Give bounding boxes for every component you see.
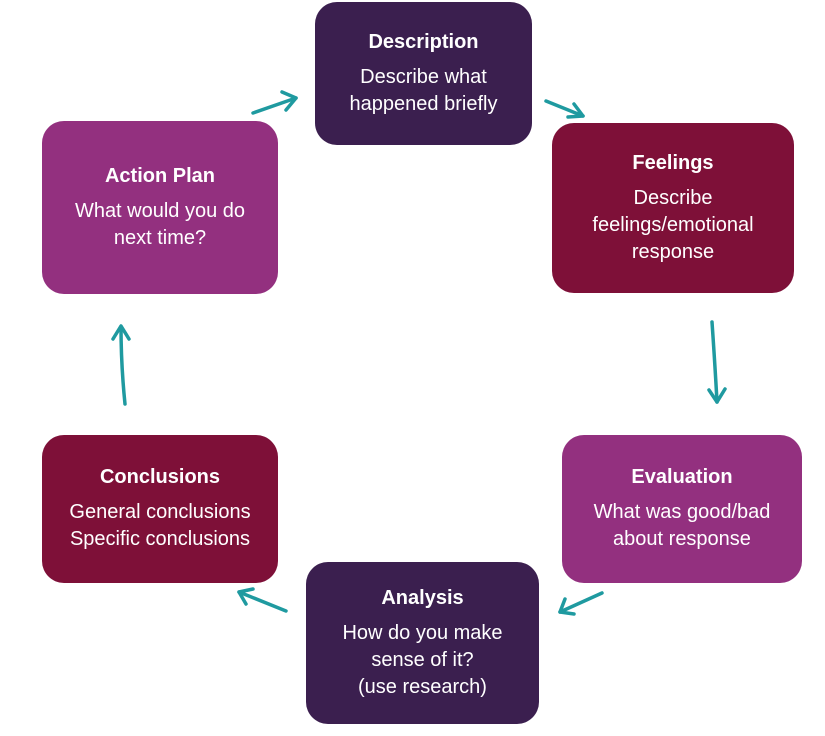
arrow-head bbox=[237, 587, 255, 606]
arrow-action-plan-to-description bbox=[251, 90, 298, 115]
arrow-head bbox=[558, 597, 576, 616]
feelings-text: Describe feelings/emotional response bbox=[592, 185, 753, 266]
description-title: Description bbox=[368, 30, 479, 53]
arrow-analysis-to-conclusions bbox=[237, 587, 288, 613]
analysis-line: (use research) bbox=[358, 675, 487, 698]
conclusions-line: Specific conclusions bbox=[69, 528, 251, 550]
feelings-line: feelings/emotional bbox=[592, 213, 754, 236]
action-plan-text: What would you do next time? bbox=[75, 198, 245, 252]
feelings-line: Describe bbox=[633, 186, 713, 209]
conclusions-node: Conclusions General conclusions Specific… bbox=[42, 435, 278, 583]
arrow-head bbox=[280, 90, 298, 112]
analysis-text: How do you make sense of it? (use resear… bbox=[342, 620, 502, 701]
evaluation-node: Evaluation What was good/bad about respo… bbox=[562, 435, 802, 583]
action-plan-line: next time? bbox=[113, 226, 207, 249]
feelings-title: Feelings bbox=[632, 151, 714, 174]
arrow-shaft bbox=[237, 590, 288, 613]
action-plan-line: What would you do bbox=[74, 199, 246, 222]
arrow-shaft bbox=[251, 96, 298, 115]
evaluation-title: Evaluation bbox=[631, 466, 733, 488]
arrow-shaft bbox=[558, 591, 604, 614]
description-line: Describe what bbox=[360, 65, 487, 88]
arrow-shaft bbox=[119, 325, 127, 406]
analysis-line: How do you make bbox=[342, 621, 503, 644]
arrow-head bbox=[707, 387, 727, 404]
evaluation-line: about response bbox=[613, 528, 751, 550]
arrow-feelings-to-evaluation bbox=[707, 320, 727, 404]
description-text: Describe what happened briefly bbox=[350, 64, 498, 118]
arrow-evaluation-to-analysis bbox=[558, 591, 604, 616]
conclusions-line: General conclusions bbox=[69, 501, 251, 523]
action-plan-title: Action Plan bbox=[104, 164, 215, 187]
description-node: Description Describe what happened brief… bbox=[315, 2, 532, 145]
description-line: happened briefly bbox=[349, 92, 498, 115]
arrow-head bbox=[566, 102, 585, 119]
conclusions-text: General conclusions Specific conclusions bbox=[69, 499, 250, 553]
arrow-shaft bbox=[544, 99, 585, 118]
arrow-description-to-feelings bbox=[544, 99, 585, 119]
conclusions-title: Conclusions bbox=[99, 466, 220, 488]
analysis-node: Analysis How do you make sense of it? (u… bbox=[306, 562, 539, 724]
analysis-title: Analysis bbox=[381, 586, 464, 609]
action-plan-node: Action Plan What would you do next time? bbox=[42, 121, 278, 294]
feelings-node: Feelings Describe feelings/emotional res… bbox=[552, 123, 794, 293]
evaluation-text: What was good/bad about response bbox=[594, 499, 771, 553]
arrow-head bbox=[111, 324, 131, 341]
evaluation-line: What was good/bad bbox=[593, 501, 771, 523]
arrow-conclusions-to-action-plan bbox=[111, 324, 131, 406]
arrow-shaft bbox=[710, 320, 719, 404]
analysis-line: sense of it? bbox=[371, 648, 474, 671]
feelings-line: response bbox=[631, 240, 715, 263]
